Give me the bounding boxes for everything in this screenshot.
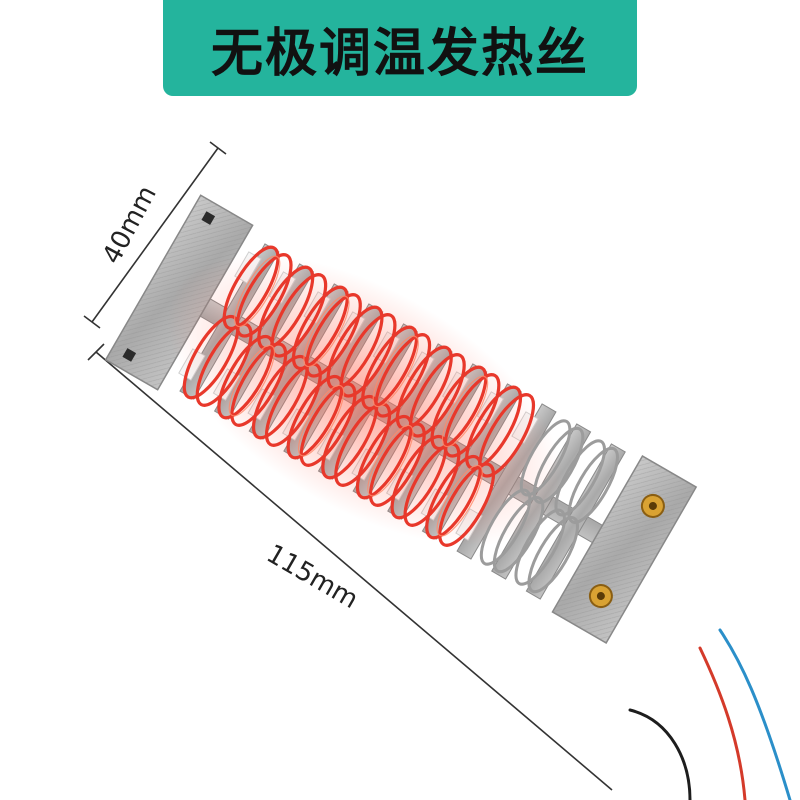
wire-blue <box>718 628 792 800</box>
dimension-line-width <box>83 141 227 329</box>
page-title: 无极调温发热丝 <box>210 23 589 84</box>
heating-coil-silver <box>479 419 619 594</box>
coil-glow <box>167 254 564 546</box>
wire-black <box>628 708 692 800</box>
lead-wires <box>628 628 792 800</box>
wire-red <box>698 646 747 800</box>
dimension-line-length <box>87 343 613 791</box>
heater-body <box>104 194 698 644</box>
heating-coil-highlight <box>228 255 489 537</box>
right-end-plate <box>551 455 698 644</box>
title-banner: 无极调温发热丝 <box>163 0 637 96</box>
